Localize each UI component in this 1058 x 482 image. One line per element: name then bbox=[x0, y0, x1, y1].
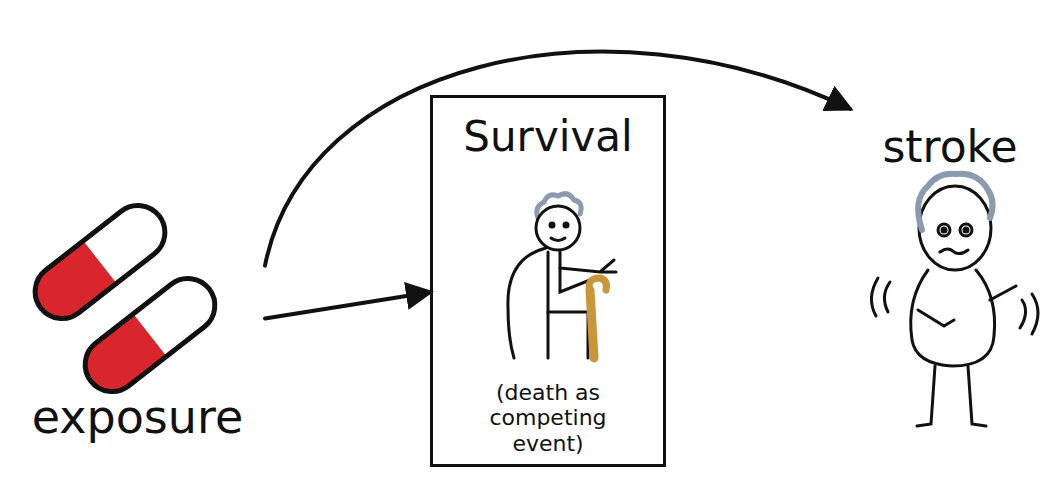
survival-box: Survival (death as competing event) bbox=[430, 95, 666, 467]
box-heading: Survival bbox=[463, 114, 632, 160]
pill-capsule bbox=[74, 268, 225, 403]
box-note: (death as competing event) bbox=[458, 380, 638, 456]
node-label: stroke bbox=[882, 123, 1017, 171]
node-label: exposure bbox=[32, 392, 243, 445]
stroke-figure bbox=[871, 174, 1038, 426]
elderly-figure bbox=[508, 194, 616, 358]
arrow-connector bbox=[265, 292, 430, 318]
stroke-node: stroke bbox=[850, 95, 1050, 440]
exposure-node: exposure bbox=[10, 215, 265, 445]
arrow-connector bbox=[265, 52, 850, 266]
